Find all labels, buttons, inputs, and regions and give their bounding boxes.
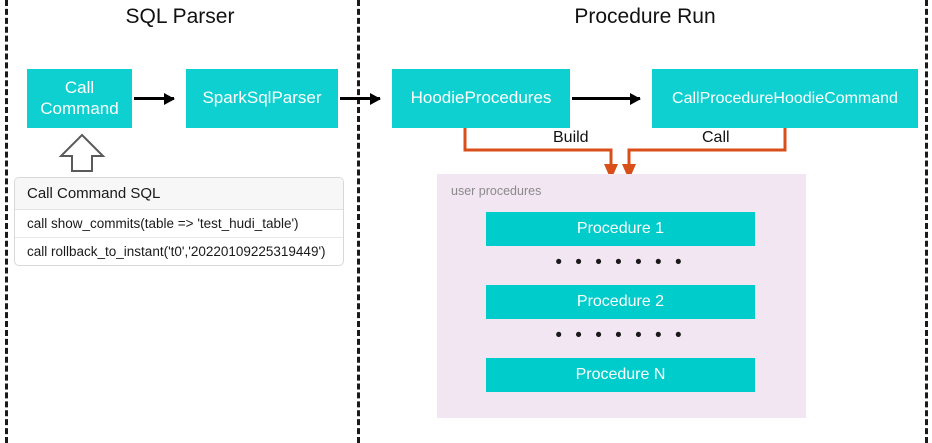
divider-right bbox=[925, 0, 928, 443]
arrow-right-icon-spark-to-hoodie bbox=[340, 92, 381, 105]
connector-label-build: Build bbox=[548, 129, 594, 147]
node-hoodie-procedures[interactable]: HoodieProcedures bbox=[392, 69, 570, 128]
node-call-procedure-hoodie-command[interactable]: CallProcedureHoodieCommand bbox=[652, 69, 918, 128]
sql-table: Call Command SQL call show_commits(table… bbox=[14, 177, 344, 266]
procedure-box[interactable]: Procedure N bbox=[486, 358, 755, 392]
divider-center bbox=[357, 0, 360, 443]
callout-up-arrow-icon bbox=[58, 133, 106, 172]
node-call-command[interactable]: Call Command bbox=[27, 69, 132, 128]
connector-label-call: Call bbox=[697, 129, 735, 147]
ellipsis-separator: • • • • • • • bbox=[555, 325, 686, 346]
user-procedures-panel: user procedures Procedure 1 • • • • • • … bbox=[437, 174, 806, 418]
sql-table-row: call show_commits(table => 'test_hudi_ta… bbox=[15, 210, 343, 238]
divider-left bbox=[5, 0, 8, 443]
ellipsis-separator: • • • • • • • bbox=[555, 252, 686, 273]
procedure-box[interactable]: Procedure 2 bbox=[486, 285, 755, 319]
section-title-sql-parser: SQL Parser bbox=[125, 5, 235, 28]
procedure-box[interactable]: Procedure 1 bbox=[486, 212, 755, 246]
node-spark-sql-parser[interactable]: SparkSqlParser bbox=[186, 69, 338, 128]
arrow-right-icon-call-to-spark bbox=[134, 92, 175, 105]
user-procedures-label: user procedures bbox=[451, 184, 542, 198]
arrow-right-icon-hoodie-to-command bbox=[572, 92, 641, 105]
section-title-procedure-run: Procedure Run bbox=[574, 5, 716, 28]
sql-table-header: Call Command SQL bbox=[15, 178, 343, 210]
sql-table-row: call rollback_to_instant('t0','202201092… bbox=[27, 244, 326, 259]
